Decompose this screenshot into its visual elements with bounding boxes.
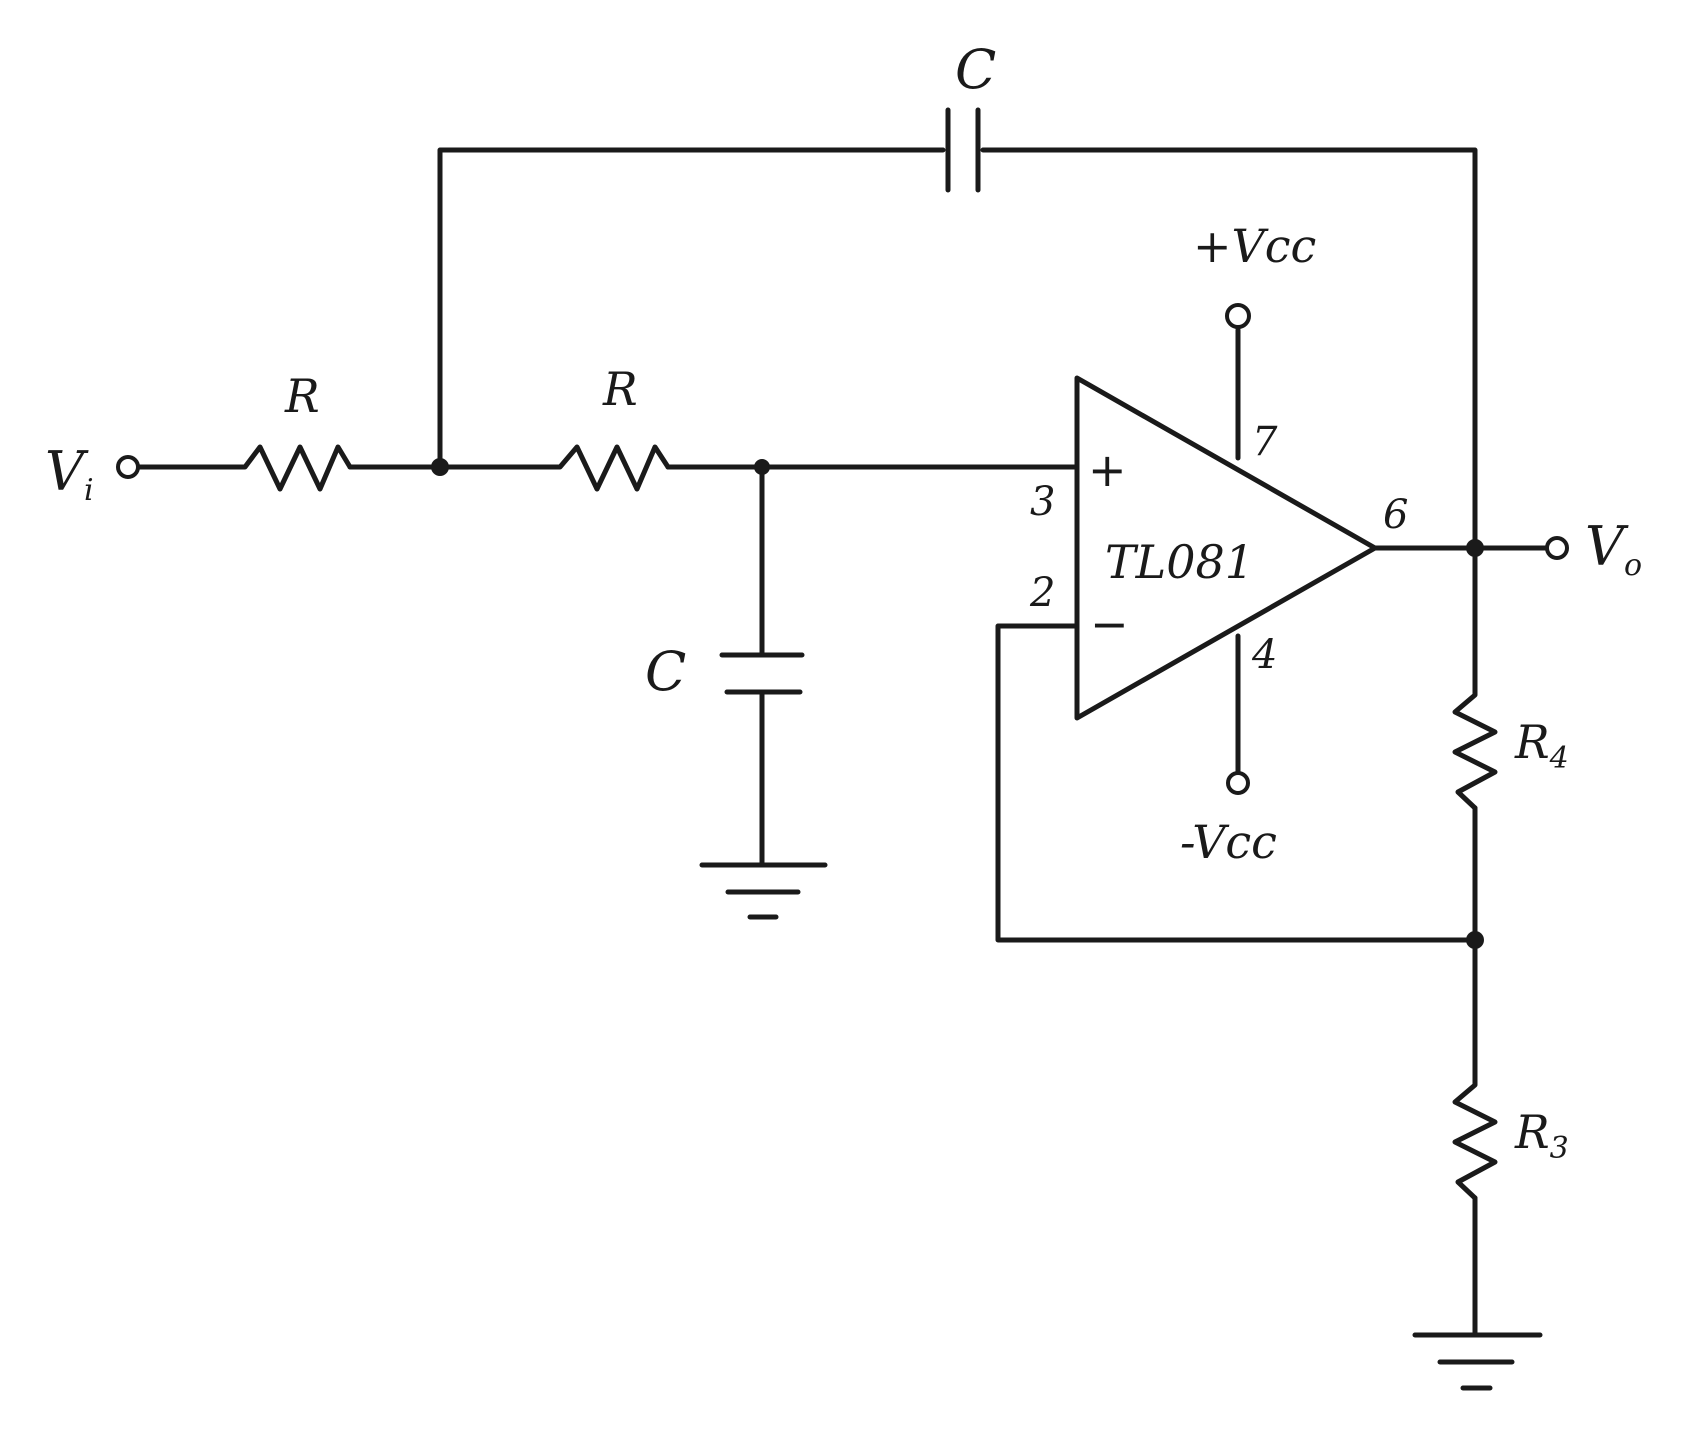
label-pin-7: 7	[1252, 419, 1278, 465]
resistor-r3	[1452, 1067, 1498, 1201]
label-pin-6: 6	[1383, 492, 1408, 538]
wire-feedback-right	[980, 147, 1478, 551]
capacitor-c-shunt	[719, 652, 805, 695]
wires	[135, 147, 1550, 1338]
components	[227, 107, 1543, 1391]
wire-inv-feedback	[995, 623, 1478, 943]
ground-symbol-right	[1412, 1332, 1543, 1391]
wire-feedback-left	[437, 147, 946, 470]
label-input: Vi	[45, 440, 94, 508]
resistor-r4	[1452, 677, 1498, 811]
label-r2: R	[602, 362, 638, 416]
junction-node-c	[1466, 931, 1484, 949]
resistor-r1	[227, 444, 353, 492]
junction-node-a	[431, 458, 449, 476]
label-pin-2: 2	[1029, 570, 1055, 616]
junction-output	[1466, 539, 1484, 557]
label-r3: R3	[1514, 1105, 1569, 1166]
terminal-vcc-pos	[1225, 303, 1251, 329]
label-vcc-pos: +Vcc	[1193, 219, 1316, 273]
ground-symbol-left	[699, 862, 828, 920]
label-vcc-neg: -Vcc	[1180, 815, 1277, 869]
label-c-shunt: C	[645, 640, 686, 703]
label-sign-plus: +	[1088, 443, 1127, 497]
junction-node-b	[754, 459, 770, 475]
label-pin-4: 4	[1251, 632, 1277, 678]
terminal-vcc-neg	[1226, 771, 1250, 795]
junctions	[431, 458, 1484, 949]
label-c-top: C	[955, 38, 996, 101]
label-opamp: TL081	[1105, 535, 1254, 589]
capacitor-c-top	[945, 107, 981, 193]
label-r4: R4	[1514, 715, 1569, 776]
resistor-r2	[542, 444, 671, 492]
label-output: Vo	[1585, 515, 1642, 583]
label-r1: R	[284, 369, 320, 423]
terminal-output	[1545, 536, 1569, 560]
terminals	[116, 303, 1569, 795]
opamp-triangle	[1074, 375, 1378, 721]
terminal-input	[116, 455, 140, 479]
label-sign-minus: −	[1090, 597, 1129, 651]
label-pin-3: 3	[1030, 479, 1055, 525]
labels: Vi Vo R R C C R4 R3 TL081 +Vcc -Vcc 3 2 …	[45, 38, 1642, 1166]
